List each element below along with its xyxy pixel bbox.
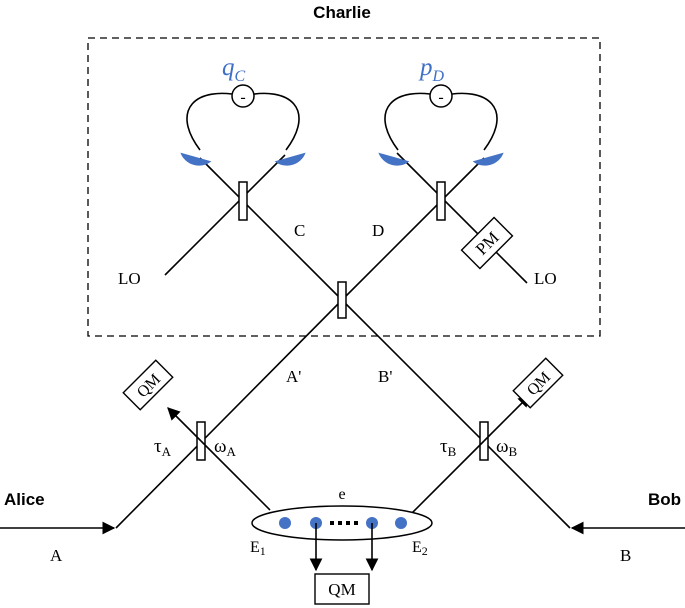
environment-mode-e2: [395, 517, 407, 529]
right-detector-1: [378, 152, 410, 166]
right-lo-line: [396, 152, 528, 284]
alice-qm: QM: [122, 359, 174, 411]
alice-loss-line-env: [200, 440, 271, 511]
left-homodyne-bs: [238, 181, 248, 221]
bob-label: Bob: [648, 490, 681, 509]
environment-mode-e1: [279, 517, 291, 529]
bob-omega-label: ωB: [496, 436, 518, 459]
beam-c: [199, 157, 343, 301]
central-beam-splitter: [337, 281, 347, 319]
left-lo-label: LO: [118, 269, 141, 288]
mode-b-prime-label: B': [378, 367, 392, 386]
left-detector-2: [274, 152, 306, 166]
alice-omega-label: ωA: [214, 436, 237, 459]
mode-d-label: D: [372, 221, 384, 240]
charlie-station-box: [87, 37, 601, 337]
mode-a-prime-label: A': [286, 367, 301, 386]
right-detector-2: [472, 152, 504, 166]
environment-qm-label: QM: [328, 580, 355, 599]
left-detector-1: [180, 152, 212, 166]
right-minus-circle: [429, 84, 453, 108]
mode-a-label: A: [50, 546, 63, 565]
bob-loss-line-env: [404, 440, 485, 521]
left-quadrature-label: qC: [222, 54, 246, 85]
alice-tau-label: τA: [154, 436, 172, 459]
right-homodyne-bs: [436, 181, 446, 221]
alice-reflect-arrow: [167, 407, 202, 442]
bob-reflect-arrow: [483, 394, 531, 442]
beam-d: [341, 157, 485, 301]
right-minus-sign: -: [438, 89, 443, 106]
right-quadrature-label: pD: [418, 54, 445, 85]
beam-a-to-center: [115, 299, 343, 529]
environment-qm: [314, 573, 370, 605]
charlie-title: Charlie: [313, 3, 371, 22]
right-lo-label: LO: [534, 269, 557, 288]
alice-label: Alice: [4, 490, 45, 509]
environment-label: e: [338, 486, 345, 503]
e1-label: E1: [250, 539, 266, 558]
e2-label: E2: [412, 539, 428, 558]
left-minus-circle: [231, 84, 255, 108]
left-lo-line: [164, 154, 286, 276]
mode-c-label: C: [294, 221, 305, 240]
mode-b-label: B: [620, 546, 631, 565]
left-minus-sign: -: [240, 89, 245, 106]
bob-qm: QM: [512, 357, 564, 409]
beam-b-to-center: [341, 299, 571, 529]
bob-tau-label: τB: [440, 436, 457, 459]
